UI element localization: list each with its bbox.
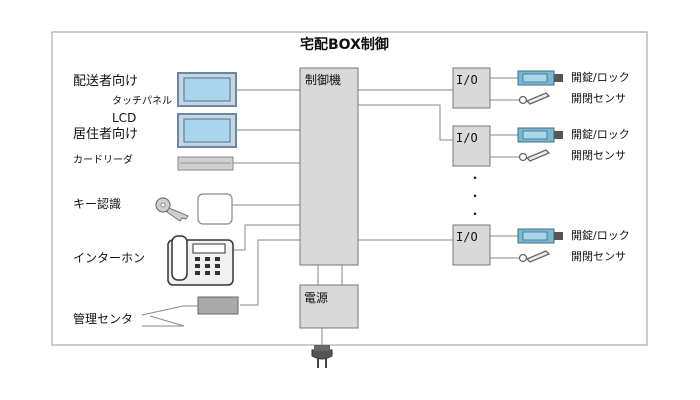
resident-label: 居住者向け <box>73 127 139 142</box>
io-block-2 <box>452 125 491 167</box>
controller-label: 制御機 <box>305 73 342 87</box>
lcd-label: LCD <box>112 111 137 125</box>
lock-actuator-icon <box>517 228 563 244</box>
power-wires <box>317 265 343 345</box>
lock-label-3: 開錠/ロック <box>571 229 630 242</box>
wire-intercom <box>233 224 300 251</box>
terminal-icon <box>197 296 239 315</box>
lock-label-2: 開錠/ロック <box>571 128 630 141</box>
power-block <box>299 284 359 329</box>
actuator-wires <box>490 77 520 259</box>
io-label-2: I/O <box>456 131 478 145</box>
sensor-label-3: 開閉センサ <box>571 250 626 263</box>
touch-panel-label: タッチパネル <box>112 96 172 107</box>
ellipsis-dot-1: ・ <box>469 171 482 185</box>
power-label: 電源 <box>304 291 329 305</box>
wire-management <box>240 239 300 306</box>
io-label-1: I/O <box>456 73 478 87</box>
intercom-label: インターホン <box>73 251 146 265</box>
delivery-label: 配送者向け <box>73 74 139 89</box>
sensor-label-2: 開閉センサ <box>571 149 626 162</box>
management-leader <box>141 305 198 316</box>
monitor-icon <box>177 113 237 148</box>
lock-actuator-icon <box>517 127 563 143</box>
key-icon <box>155 197 189 222</box>
ellipsis-dot-3: ・ <box>469 207 482 221</box>
diagram-title: 宅配BOX制御 <box>300 37 389 53</box>
management-label: 管理センタ <box>73 312 134 326</box>
monitor-icon <box>177 72 237 107</box>
io-wires <box>358 89 453 241</box>
power-plug-icon <box>311 345 333 368</box>
key-pad-icon <box>197 193 233 225</box>
controller-block <box>299 67 359 266</box>
lock-label-1: 開錠/ロック <box>571 71 630 84</box>
lock-actuator-icon <box>517 70 563 86</box>
card-reader-icon <box>177 156 234 171</box>
left-wires <box>232 89 300 306</box>
io-label-3: I/O <box>456 230 478 244</box>
card-reader-label: カードリーダ <box>73 155 133 166</box>
sensor-icon <box>518 250 551 263</box>
ellipsis-dot-2: ・ <box>469 189 482 203</box>
sensor-label-1: 開閉センサ <box>571 92 626 105</box>
io-block-1 <box>452 67 491 109</box>
sensor-icon <box>518 149 551 162</box>
key-auth-label: キー認識 <box>73 197 122 211</box>
sensor-icon <box>518 92 551 105</box>
io-block-3 <box>452 224 491 266</box>
telephone-icon <box>167 235 234 286</box>
